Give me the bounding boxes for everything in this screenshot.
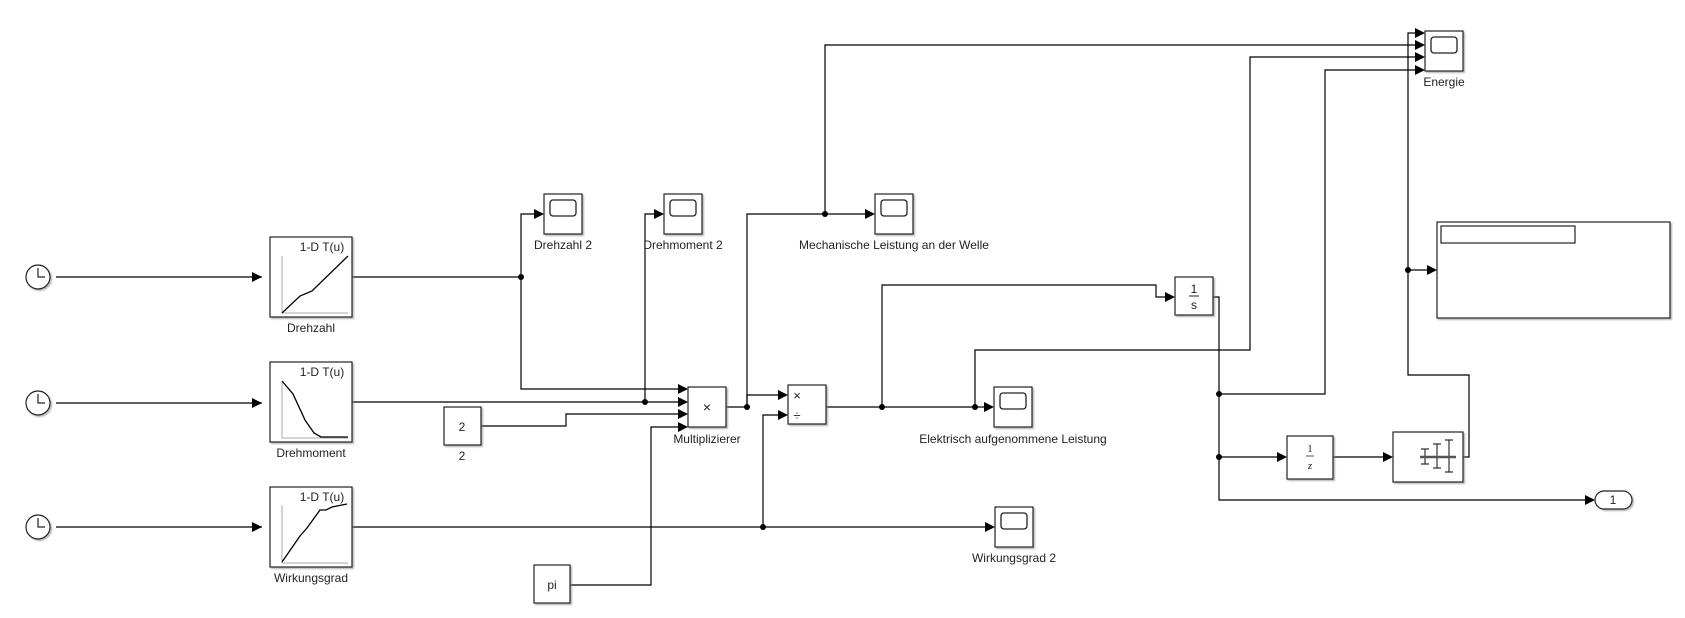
constant-value: pi (547, 578, 556, 592)
product-multiplizierer[interactable]: × Multiplizierer (673, 386, 741, 446)
block-label: 2 (459, 449, 466, 463)
clock-icon (37, 518, 45, 528)
lut-axes (281, 505, 348, 564)
outport-number: 1 (1610, 493, 1617, 507)
lut-title: 1-D T(u) (300, 490, 344, 504)
clock-block-3[interactable] (25, 514, 51, 540)
wire-div-integrator[interactable] (881, 284, 1167, 407)
block-label: Drehmoment 2 (643, 238, 723, 252)
delay-numerator: 1 (1307, 443, 1313, 455)
scope-icon (669, 199, 697, 217)
block-label: Drehmoment (276, 446, 346, 460)
lut-curve-icon (281, 503, 348, 563)
divide-icon: ÷ (793, 408, 800, 423)
scope-drehzahl-2[interactable]: Drehzahl 2 (534, 193, 592, 252)
clock-icon (37, 268, 45, 278)
block-label: Wirkungsgrad 2 (972, 551, 1056, 565)
outport-1[interactable]: 1 (1594, 490, 1633, 510)
display-block[interactable] (1436, 221, 1671, 319)
scope-drehmoment-2[interactable]: Drehmoment 2 (643, 193, 723, 252)
block-label: Energie (1423, 75, 1465, 89)
constant-pi[interactable]: pi (533, 564, 571, 604)
wire-drehzahl-scope[interactable] (520, 213, 536, 277)
scope-mechanische-leistung[interactable]: Mechanische Leistung an der Welle (799, 193, 989, 252)
block-label: Wirkungsgrad (274, 571, 348, 585)
block-label: Multiplizierer (673, 432, 740, 446)
wire-elekt-energie[interactable] (974, 56, 1417, 407)
lut-title: 1-D T(u) (300, 365, 344, 379)
lookup-table-drehzahl[interactable]: 1-D T(u) Drehzahl (269, 236, 353, 335)
multiply-icon: × (793, 388, 801, 403)
delay-denominator: z (1307, 460, 1313, 472)
lookup-table-drehmoment[interactable]: 1-D T(u) Drehmoment (269, 361, 353, 460)
wire-bar-out[interactable] (1407, 32, 1470, 458)
bar-block[interactable] (1392, 431, 1464, 483)
scope-icon (1430, 36, 1458, 54)
block-label: Elektrisch aufgenommene Leistung (919, 432, 1106, 446)
multiply-icon: × (703, 399, 711, 415)
scope-elektrisch-leistung[interactable]: Elektrisch aufgenommene Leistung (919, 386, 1107, 446)
constant-2[interactable]: 2 2 (443, 406, 482, 463)
wire-pi-mult[interactable] (570, 426, 680, 586)
wire-drehzahl-mult[interactable] (520, 277, 680, 390)
integrator-numerator: 1 (1191, 282, 1198, 296)
clock-icon (37, 394, 45, 404)
lut-title: 1-D T(u) (300, 240, 344, 254)
clock-block-2[interactable] (25, 390, 51, 416)
wires (56, 32, 1587, 586)
constant-value: 2 (459, 420, 466, 434)
integrator-denominator: s (1191, 298, 1197, 312)
block-label: Drehzahl 2 (534, 238, 592, 252)
wire-mech-energie[interactable] (824, 44, 1417, 214)
branch-points (518, 211, 1411, 530)
wire-const2-mult[interactable] (481, 413, 680, 427)
unit-delay-block[interactable]: 1 z (1286, 435, 1334, 480)
scope-icon (999, 392, 1027, 410)
scope-wirkungsgrad-2[interactable]: Wirkungsgrad 2 (972, 506, 1056, 565)
error-bars-icon (1420, 439, 1456, 473)
lut-curve-icon (281, 255, 349, 314)
product-divide[interactable]: × ÷ (787, 384, 827, 425)
scope-icon (549, 199, 577, 217)
wire-integrator-out[interactable] (1213, 296, 1587, 501)
arrowheads (252, 28, 1595, 532)
wire-drehmoment-scope[interactable] (644, 213, 656, 402)
clock-block-1[interactable] (25, 264, 51, 290)
lookup-table-wirkungsgrad[interactable]: 1-D T(u) Wirkungsgrad (269, 486, 353, 585)
block-label: Mechanische Leistung an der Welle (799, 238, 989, 252)
display-value-field (1440, 225, 1576, 244)
lut-curve-icon (281, 380, 348, 438)
lut-axes (281, 381, 348, 439)
wire-integrator-energie[interactable] (1219, 69, 1417, 395)
wire-wirkungsgrad-div[interactable] (762, 414, 780, 527)
wire-mult-div[interactable] (746, 394, 780, 407)
block-label: Drehzahl (287, 321, 335, 335)
integrator-block[interactable]: 1 s (1174, 276, 1214, 316)
scope-energie[interactable]: Energie (1423, 30, 1465, 89)
scope-icon (1000, 512, 1028, 530)
scope-icon (880, 199, 908, 217)
